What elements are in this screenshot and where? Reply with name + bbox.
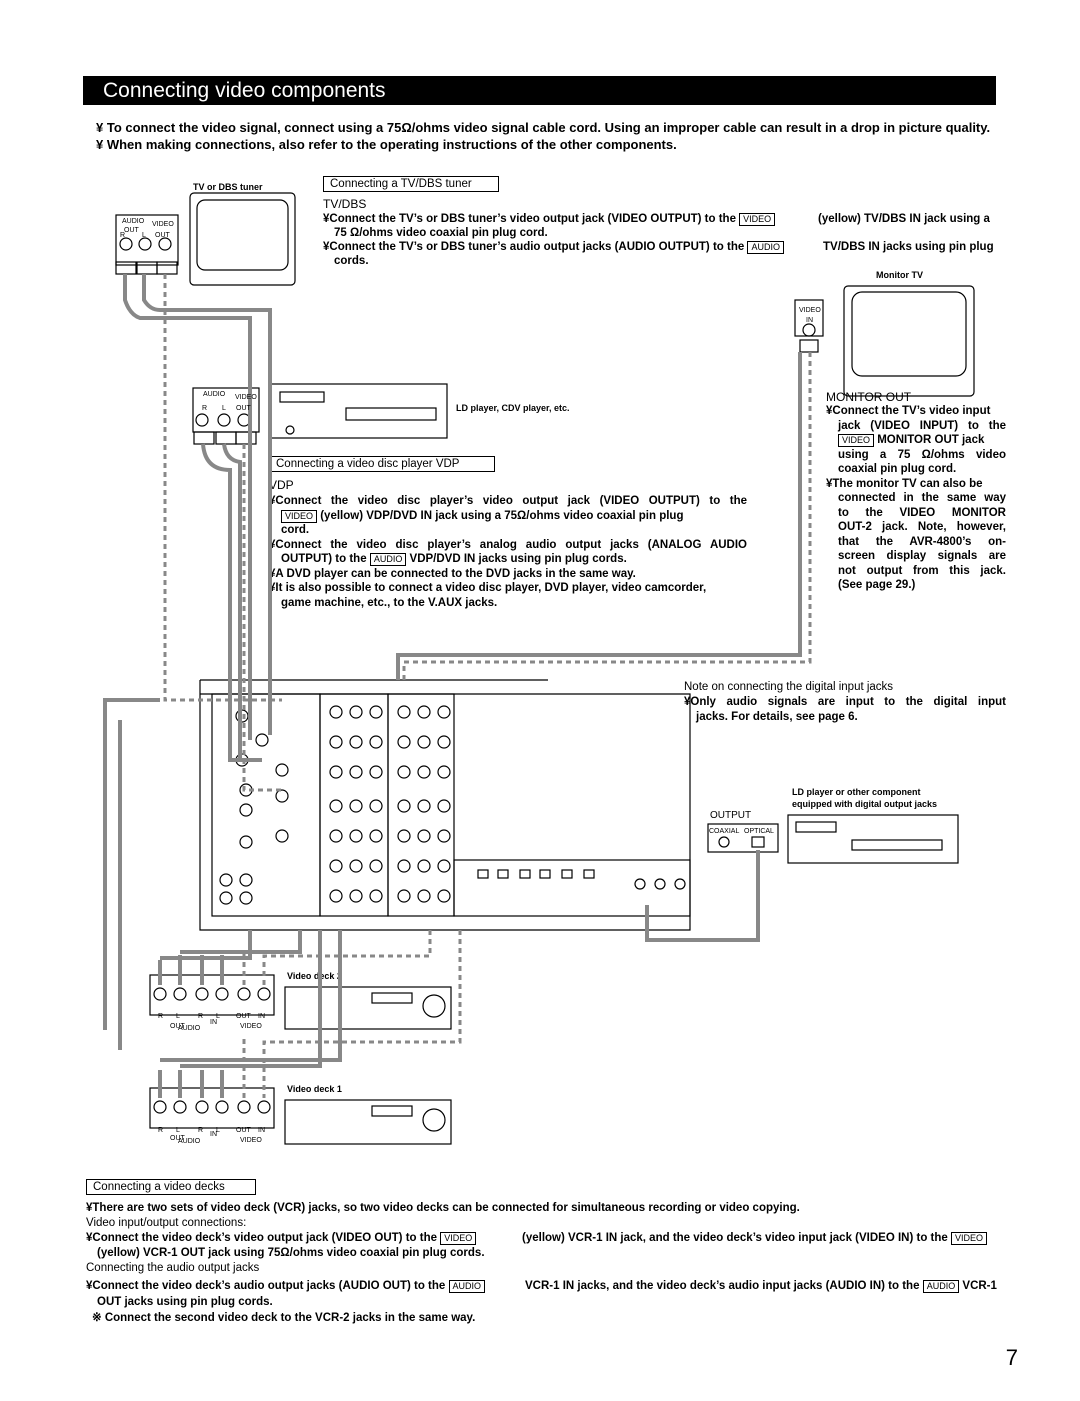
tv-dbs-box-title: Connecting a TV/DBS tuner [323,176,499,192]
tv-dbs-line-1: ¥Connect the TV’s or DBS tuner’s video o… [323,212,776,227]
svg-text:R: R [158,1013,163,1020]
svg-text:OUT: OUT [155,232,171,239]
tv-dbs-jack-panel [115,214,179,266]
digital-ld-illustration [787,814,959,864]
plug-video [156,261,178,275]
svg-text:IN: IN [258,1127,265,1134]
decks-line-2: Video input/output connections: [86,1217,247,1229]
decks-line-5: Connecting the audio output jacks [86,1262,260,1274]
receiver-rear-panel [199,679,548,931]
svg-text:L: L [176,1013,180,1020]
svg-text:AUDIO: AUDIO [178,1138,201,1145]
page-number: 7 [1005,1345,1018,1370]
decks-line-1: ¥There are two sets of video deck (VCR) … [86,1202,800,1214]
decks-line-6b: VCR-1 IN jacks, and the video deck’s aud… [525,1280,997,1293]
digital-note-text: ¥Only audio signals are input to the dig… [684,696,1006,723]
svg-text:OUT: OUT [236,405,252,412]
svg-text:IN: IN [210,1019,217,1026]
vdp-heading: VDP [269,478,294,492]
svg-text:L: L [142,232,146,239]
output-label: OUTPUT [710,810,752,821]
decks-line-4: (yellow) VCR-1 OUT jack using 75Ω/ohms v… [97,1247,485,1259]
svg-text:OUT: OUT [124,227,140,234]
svg-text:COAXIAL: COAXIAL [709,828,739,835]
svg-text:VIDEO: VIDEO [235,394,257,401]
svg-text:VIDEO: VIDEO [240,1137,262,1144]
svg-text:AUDIO: AUDIO [203,391,226,398]
svg-text:R: R [202,405,207,412]
svg-text:VIDEO: VIDEO [240,1023,262,1030]
svg-text:OUT: OUT [236,1013,252,1020]
decks-line-7: OUT jacks using pin plug cords. [97,1296,273,1308]
svg-text:AUDIO: AUDIO [178,1025,201,1032]
tv-dbs-line-4: cords. [334,255,369,267]
svg-text:OUT: OUT [170,1023,186,1030]
svg-text:R: R [158,1127,163,1134]
decks-line-8: ※ Connect the second video deck to the V… [92,1312,476,1324]
intro-bullet-2: ¥ When making connections, also refer to… [96,137,677,152]
svg-text:IN: IN [210,1131,217,1138]
video-deck-2-label: Video deck 2 [287,971,342,981]
video-deck-2-jack-panel [149,974,275,1016]
video-deck-1-label: Video deck 1 [287,1084,342,1094]
plug-l [136,261,158,275]
svg-text:R: R [198,1013,203,1020]
tv-dbs-line-3: ¥Connect the TV’s or DBS tuner’s audio o… [323,240,784,255]
svg-text:L: L [216,1013,220,1020]
svg-text:IN: IN [258,1013,265,1020]
decks-line-6: ¥Connect the video deck’s audio output j… [86,1279,486,1294]
tv-dbs-line-3b: TV/DBS IN jacks using pin plug [823,241,994,253]
video-deck-1-illustration [284,1099,452,1145]
decks-line-3: ¥Connect the video deck’s video output j… [86,1231,477,1246]
svg-text:VIDEO: VIDEO [799,307,821,314]
decks-box-title: Connecting a video decks [86,1179,256,1195]
ld-component-label: LD player or other component equipped wi… [792,787,938,809]
vdp-device-label: LD player, CDV player, etc. [456,403,570,413]
svg-text:AUDIO: AUDIO [122,218,145,225]
monitor-tv-illustration [843,285,975,397]
section-title: Connecting video components [83,76,996,105]
svg-text:L: L [176,1127,180,1134]
tv-dbs-device-label: TV or DBS tuner [193,182,263,192]
svg-text:L: L [216,1127,220,1134]
intro-bullet-1: ¥ To connect the video signal, connect u… [96,120,991,135]
svg-text:IN: IN [806,317,813,324]
tv-dbs-tuner-illustration [189,192,296,286]
svg-text:OUT: OUT [236,1127,252,1134]
plug-r [115,261,137,275]
dashed-cables [163,274,812,1098]
monitor-heading: MONITOR OUT [826,390,912,404]
digital-jack-panel [707,823,779,853]
video-deck-2-illustration [284,986,452,1030]
svg-text:R: R [120,232,125,239]
decks-line-3b: (yellow) VCR-1 IN jack, and the video de… [522,1231,988,1246]
video-deck-1-jack-panel [149,1087,275,1129]
monitor-device-label: Monitor TV [876,270,923,280]
tv-dbs-line-1b: (yellow) TV/DBS IN jack using a [818,213,990,225]
vdp-box-title: Connecting a video disc player VDP [269,456,495,472]
tv-dbs-heading: TV/DBS [323,197,367,211]
monitor-text: ¥Connect the TV’s video input jack (VIDE… [826,405,1006,591]
digital-note-title: Note on connecting the digital input jac… [684,681,894,693]
vdp-text: ¥Connect the video disc player’s video o… [269,495,747,609]
solid-cables [103,274,802,1098]
svg-text:OPTICAL: OPTICAL [744,828,774,835]
svg-text:R: R [198,1127,203,1134]
svg-text:L: L [222,405,226,412]
svg-text:VIDEO: VIDEO [152,221,174,228]
tv-dbs-line-2: 75 Ω/ohms video coaxial pin plug cord. [334,227,548,239]
svg-text:OUT: OUT [170,1135,186,1142]
